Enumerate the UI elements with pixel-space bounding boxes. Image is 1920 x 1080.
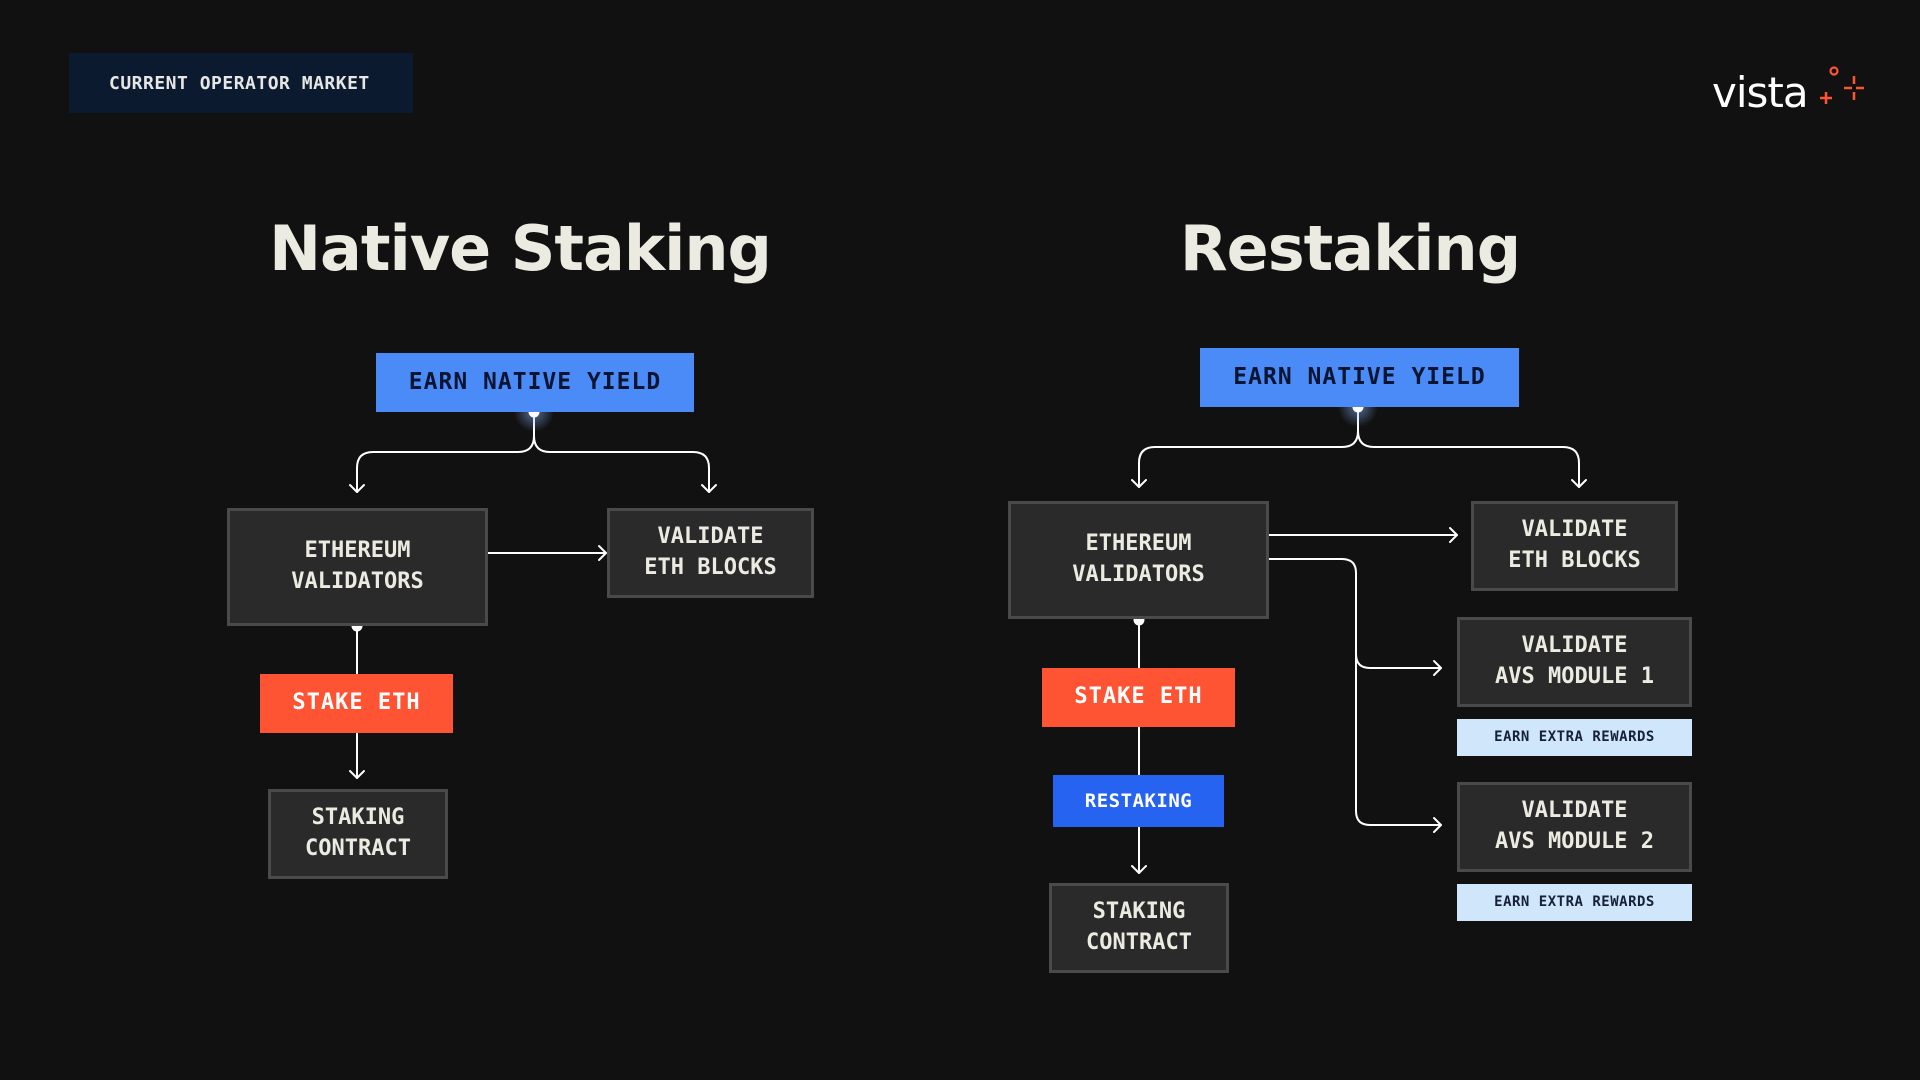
sparkle-icon	[1820, 66, 1864, 104]
native-staking-title: Native Staking	[269, 212, 772, 285]
native-staking-contract-node: STAKING CONTRACT	[268, 789, 448, 879]
native-validate-eth-blocks-node: VALIDATE ETH BLOCKS	[607, 508, 814, 598]
native-ethereum-validators-node: ETHEREUM VALIDATORS	[227, 508, 488, 626]
earn-extra-rewards-2-tag: EARN EXTRA REWARDS	[1457, 884, 1692, 921]
restaking-staking-contract-node: STAKING CONTRACT	[1049, 883, 1229, 973]
validate-avs-module-1-node: VALIDATE AVS MODULE 1	[1457, 617, 1692, 707]
brand-logo: vista	[1712, 62, 1864, 122]
restaking-ethereum-validators-node: ETHEREUM VALIDATORS	[1008, 501, 1269, 619]
native-earn-yield-node: EARN NATIVE YIELD	[376, 353, 694, 412]
restaking-step-node: RESTAKING	[1053, 775, 1224, 827]
section-badge: CURRENT OPERATOR MARKET	[69, 53, 413, 113]
restaking-validate-eth-blocks-node: VALIDATE ETH BLOCKS	[1471, 501, 1678, 591]
earn-extra-rewards-1-tag: EARN EXTRA REWARDS	[1457, 719, 1692, 756]
validate-avs-module-2-node: VALIDATE AVS MODULE 2	[1457, 782, 1692, 872]
restaking-title: Restaking	[1179, 212, 1521, 285]
restaking-stake-eth-node: STAKE ETH	[1042, 668, 1235, 727]
logo-wordmark: vista	[1712, 68, 1809, 117]
restaking-earn-yield-node: EARN NATIVE YIELD	[1200, 348, 1519, 407]
native-stake-eth-node: STAKE ETH	[260, 674, 453, 733]
